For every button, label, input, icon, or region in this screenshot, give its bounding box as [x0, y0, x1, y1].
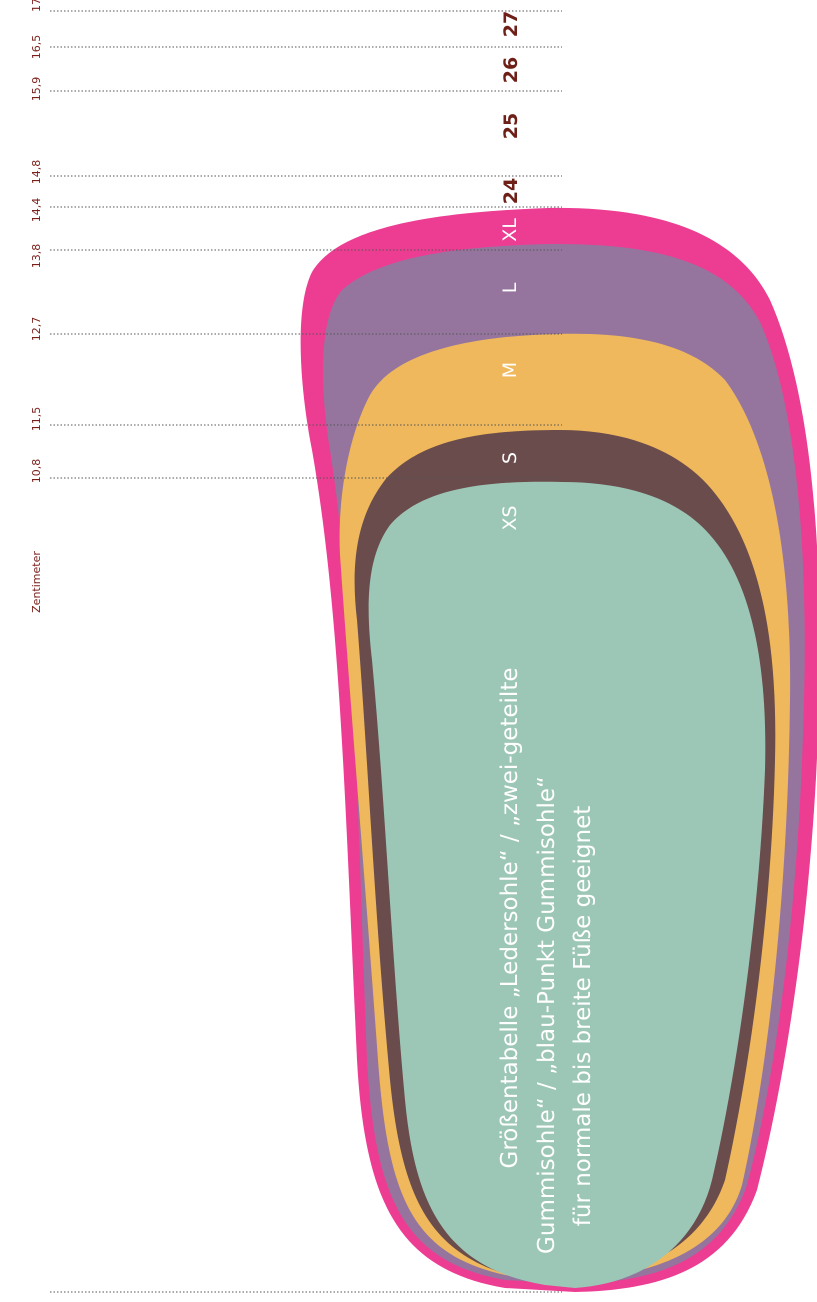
cm-label-11-5: 11,5: [30, 407, 43, 432]
size-label-xs: XS: [499, 505, 521, 530]
size-label-s: S: [499, 452, 521, 464]
cm-label-16-5: 16,5: [30, 35, 43, 60]
cm-label-17: 17: [30, 0, 43, 12]
title-line-1: Größentabelle „Ledersohle“ / „zwei-getei…: [497, 668, 523, 1169]
size-label-m: M: [499, 362, 521, 378]
title-line-3: für normale bis breite Füße geeignet: [570, 806, 596, 1226]
cm-label-10-8: 10,8: [30, 459, 43, 484]
eu-size-26: 26: [500, 57, 522, 83]
eu-size-24: 24: [500, 178, 522, 204]
cm-label-15-9: 15,9: [30, 77, 43, 102]
sole-xs: [368, 481, 766, 1288]
cm-label-13-8: 13,8: [30, 244, 43, 269]
cm-label-14-8: 14,8: [30, 160, 43, 185]
cm-label-14-4: 14,4: [30, 198, 43, 223]
size-label-l: L: [499, 282, 521, 293]
cm-label-12-7: 12,7: [30, 317, 43, 342]
eu-size-27: 27: [500, 11, 522, 37]
size-label-xl: XL: [499, 218, 521, 242]
unit-label: Zentimeter: [30, 551, 43, 613]
title-line-2: Gummisohle“ / „blau-Punkt Gummisohle“: [534, 776, 560, 1254]
eu-size-25: 25: [500, 113, 522, 139]
